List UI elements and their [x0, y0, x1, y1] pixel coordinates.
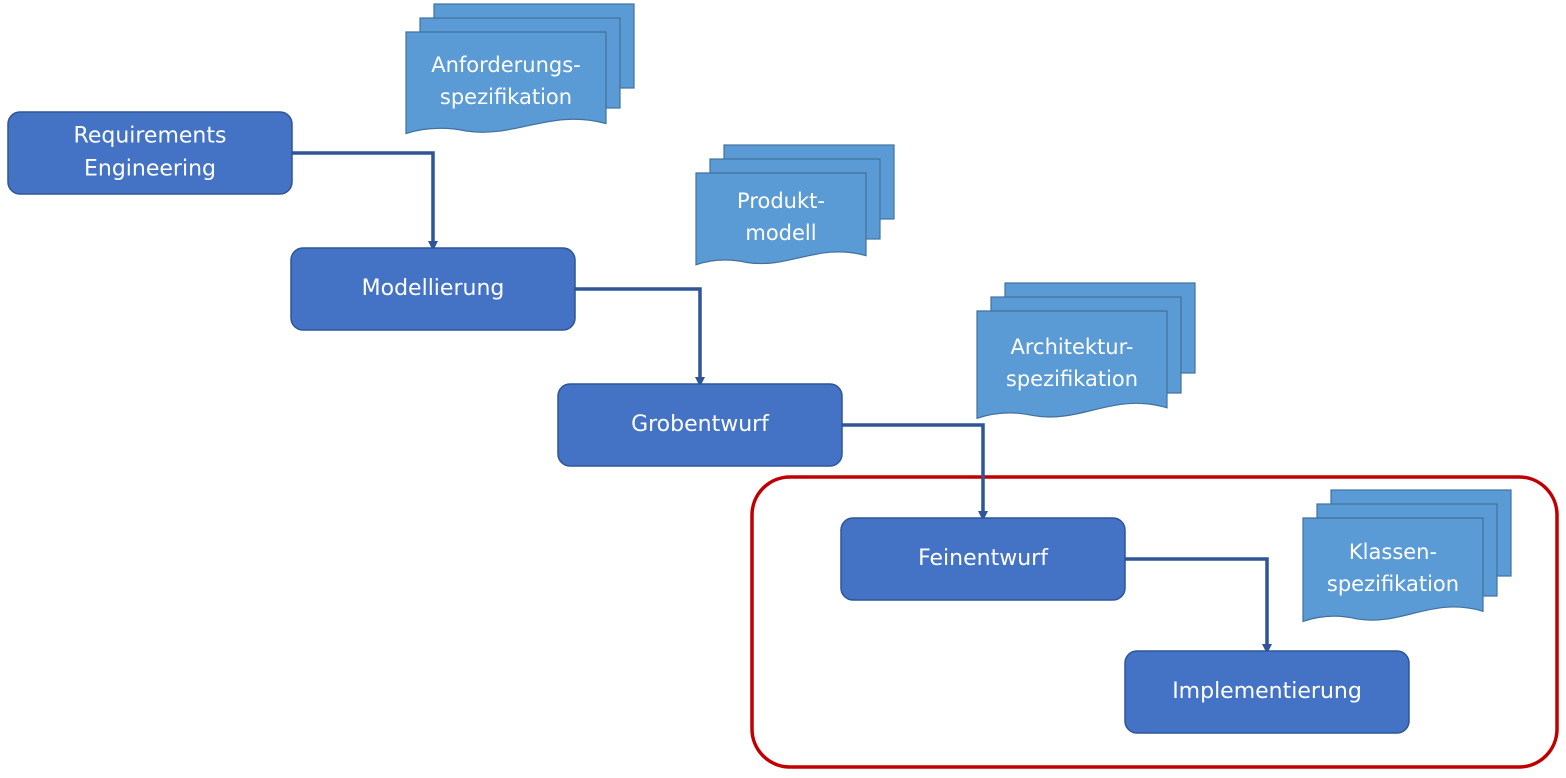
document-label-architekturspezifikation-line-2: spezifikation: [1006, 367, 1138, 391]
phase-label-feinentwurf-line-1: Feinentwurf: [918, 546, 1049, 571]
phase-box-modellierung: [290, 247, 576, 331]
document-label-architekturspezifikation-line-1: Architektur-: [1011, 335, 1134, 359]
document-label-produktmodell-line-2: modell: [745, 221, 816, 245]
phase-box-feinentwurf: [840, 517, 1126, 601]
document-sheet-front: [976, 310, 1168, 420]
phase-box-requirements: [7, 111, 293, 195]
document-sheet-front: [695, 172, 867, 266]
phase-implementierung: Implementierung: [1124, 650, 1410, 734]
phase-feinentwurf: Feinentwurf: [840, 517, 1126, 601]
document-label-klassenspezifikation-line-1: Klassen-: [1349, 540, 1437, 564]
phase-label-implementierung-line-1: Implementierung: [1172, 679, 1362, 704]
phase-label-requirements-line-2: Engineering: [84, 157, 216, 182]
document-sheet-front: [1302, 517, 1484, 623]
document-klassenspezifikation: Klassen-spezifikation: [1302, 489, 1512, 623]
document-produktmodell: Produkt-modell: [695, 144, 895, 266]
detail-design-highlight-frame: [750, 475, 1559, 769]
phase-label-grobentwurf-line-1: Grobentwurf: [631, 412, 770, 437]
document-label-produktmodell-line-1: Produkt-: [737, 189, 825, 213]
phase-modellierung: Modellierung: [290, 247, 576, 331]
document-architekturspezifikation: Architektur-spezifikation: [976, 282, 1196, 420]
connector-requirements-to-modellierung: [292, 151, 438, 251]
document-label-anforderungsspezifikation-line-2: spezifikation: [440, 85, 572, 109]
document-label-anforderungsspezifikation-line-1: Anforderungs-: [431, 53, 581, 77]
phase-box-implementierung: [1124, 650, 1410, 734]
phase-label-modellierung-line-1: Modellierung: [362, 276, 505, 301]
connector-modellierung-to-grobentwurf: [575, 287, 705, 387]
document-sheet-front: [405, 31, 607, 135]
document-label-klassenspezifikation-line-2: spezifikation: [1327, 572, 1459, 596]
connector-feinentwurf-to-implementierung: [1125, 557, 1272, 654]
phase-grobentwurf: Grobentwurf: [557, 383, 843, 467]
document-anforderungsspezifikation: Anforderungs-spezifikation: [405, 3, 635, 135]
phase-label-requirements-line-1: Requirements: [74, 124, 227, 149]
phase-box-grobentwurf: [557, 383, 843, 467]
connector-grobentwurf-to-feinentwurf: [842, 423, 988, 521]
